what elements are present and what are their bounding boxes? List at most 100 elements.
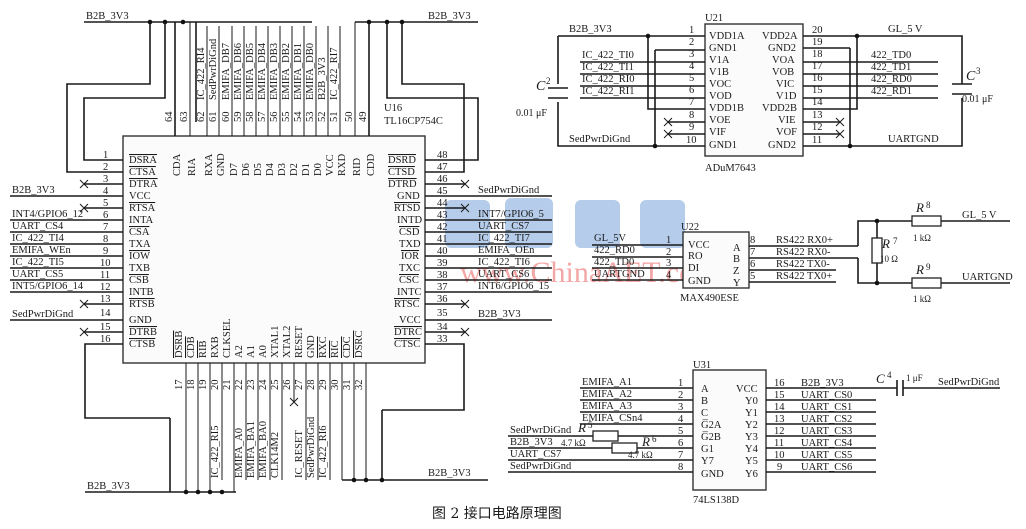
- svg-text:VOD: VOD: [709, 91, 732, 102]
- svg-text:6: 6: [689, 85, 694, 96]
- svg-text:B2B_3V3: B2B_3V3: [12, 185, 55, 196]
- svg-text:RXA: RXA: [204, 153, 215, 176]
- svg-text:V1D: V1D: [776, 91, 797, 102]
- svg-text:A: A: [701, 384, 709, 395]
- junction-dot: [645, 33, 651, 39]
- u16-pin-62: 62 IC_422_RI4 RXA: [196, 26, 215, 176]
- svg-text:7: 7: [689, 97, 694, 108]
- u16-pin-36: 36 RTSC: [394, 294, 470, 310]
- svg-text:7: 7: [750, 247, 755, 258]
- svg-text:6: 6: [678, 438, 683, 449]
- svg-text:30: 30: [330, 380, 341, 391]
- svg-text:EMIFA_DB2: EMIFA_DB2: [281, 43, 292, 100]
- svg-text:D7: D7: [229, 163, 240, 176]
- svg-text:D1: D1: [301, 163, 312, 176]
- svg-text:CDC: CDC: [342, 336, 353, 358]
- svg-text:49: 49: [358, 112, 369, 123]
- svg-text:422_RD1: 422_RD1: [871, 86, 912, 97]
- u16-pin2-wire: [66, 22, 151, 173]
- svg-text:IC_RESET: IC_RESET: [294, 430, 305, 478]
- svg-text:SedPwrDiGnd: SedPwrDiGnd: [478, 185, 540, 196]
- svg-text:12: 12: [774, 426, 785, 437]
- svg-text:CDA: CDA: [172, 153, 183, 176]
- svg-text:5: 5: [689, 73, 694, 84]
- svg-text:422_TD1: 422_TD1: [871, 62, 911, 73]
- u22-ref: U22: [681, 222, 699, 233]
- svg-text:RIA: RIA: [187, 158, 198, 177]
- junction-dot: [162, 19, 168, 25]
- junction-dot: [207, 489, 213, 495]
- svg-text:EMIFA_BA0: EMIFA_BA0: [258, 421, 269, 478]
- u16-top-left-power: B2B_3V3: [86, 11, 129, 22]
- svg-text:56: 56: [269, 112, 280, 123]
- svg-text:4.7 kΩ: 4.7 kΩ: [628, 450, 653, 460]
- svg-text:24: 24: [258, 379, 269, 390]
- u16-body: [122, 135, 426, 364]
- svg-text:5: 5: [588, 420, 593, 430]
- svg-text:8: 8: [678, 462, 683, 473]
- svg-text:64: 64: [164, 111, 175, 122]
- svg-text:4: 4: [689, 61, 695, 72]
- svg-text:VOE: VOE: [709, 115, 731, 126]
- svg-text:Y: Y: [733, 278, 741, 289]
- svg-text:RTSC: RTSC: [394, 299, 420, 310]
- junction-dot: [847, 143, 853, 149]
- svg-text:SedPwrDiGnd: SedPwrDiGnd: [510, 461, 572, 472]
- svg-text:GL_5 V: GL_5 V: [962, 210, 997, 221]
- svg-text:9: 9: [777, 462, 782, 473]
- svg-text:D0: D0: [313, 163, 324, 176]
- svg-text:GND: GND: [688, 276, 711, 287]
- svg-text:INT6/GPIO6_15: INT6/GPIO6_15: [478, 281, 549, 292]
- svg-text:UART_CS5: UART_CS5: [801, 450, 852, 461]
- svg-text:UART_CS7: UART_CS7: [510, 449, 561, 460]
- svg-text:58: 58: [245, 112, 256, 123]
- svg-text:UART_CS4: UART_CS4: [801, 438, 853, 449]
- svg-text:EMIFA_A2: EMIFA_A2: [582, 389, 632, 400]
- svg-text:6: 6: [750, 259, 755, 270]
- u22-right-pins: RS422 RX0+8A RS422 RX0-7B RS422 TX0-6Z R…: [733, 235, 858, 289]
- u16-top-pins: 64 CDA 63 RIA 62 IC_422_RI4 RXA 61 SedPw…: [164, 22, 377, 176]
- svg-text:8: 8: [103, 234, 108, 245]
- u21-left-vcc-net: B2B_3V3: [569, 24, 612, 35]
- svg-text:GND: GND: [129, 315, 152, 326]
- svg-text:GND: GND: [397, 191, 420, 202]
- svg-text:15: 15: [100, 322, 111, 333]
- svg-text:DTRB: DTRB: [129, 327, 157, 338]
- svg-text:36: 36: [437, 294, 448, 305]
- svg-text:46: 46: [437, 174, 448, 185]
- svg-text:EMIFA_A0: EMIFA_A0: [234, 428, 245, 478]
- svg-text:32: 32: [354, 380, 365, 391]
- svg-text:8: 8: [750, 235, 755, 246]
- svg-text:GND1: GND1: [709, 140, 737, 151]
- svg-text:12: 12: [100, 282, 111, 293]
- svg-text:INTC: INTC: [397, 287, 422, 298]
- svg-text:3: 3: [976, 66, 981, 76]
- u16-pin-15: 15 DTRB: [79, 322, 157, 338]
- u21-left-rails: [557, 35, 705, 147]
- svg-text:UART_CS6: UART_CS6: [801, 462, 852, 473]
- svg-text:422_TD0: 422_TD0: [594, 257, 634, 268]
- svg-text:VIF: VIF: [709, 127, 726, 138]
- svg-text:54: 54: [293, 111, 304, 122]
- svg-text:GND1: GND1: [709, 43, 737, 54]
- svg-text:13: 13: [100, 294, 111, 305]
- junction-dot: [874, 218, 880, 224]
- svg-text:1: 1: [666, 235, 671, 246]
- svg-text:33: 33: [437, 334, 448, 345]
- svg-text:13: 13: [812, 110, 823, 121]
- svg-text:GND2: GND2: [768, 140, 796, 151]
